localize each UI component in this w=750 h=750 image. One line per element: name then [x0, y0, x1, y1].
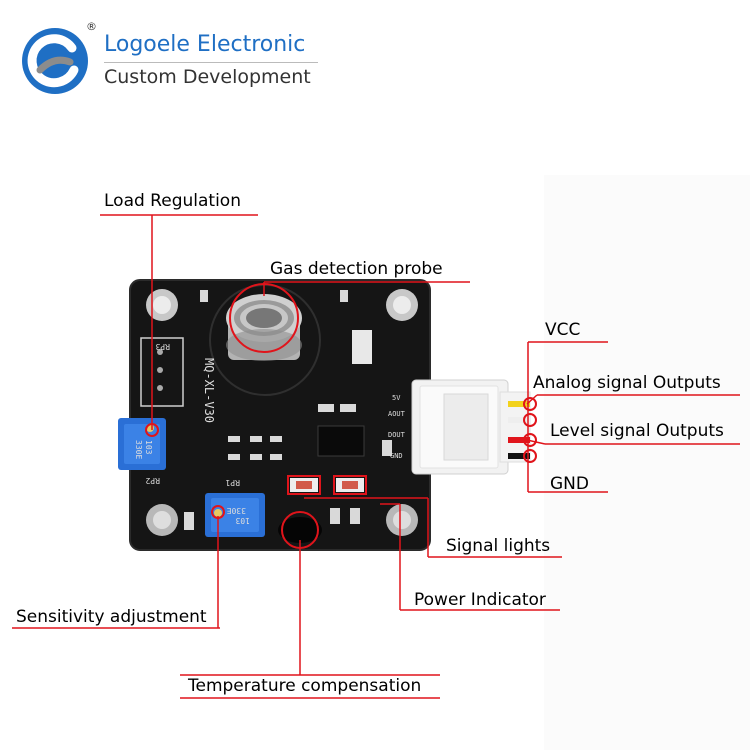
pot2-code-c: 330E	[134, 440, 143, 459]
background-panel	[544, 175, 750, 750]
label-sensitivity: Sensitivity adjustment	[16, 607, 207, 627]
label-power-indicator: Power Indicator	[414, 590, 546, 610]
rp2-silk: RP2	[145, 476, 160, 485]
label-gas-probe: Gas detection probe	[270, 259, 443, 279]
label-gnd: GND	[550, 474, 589, 494]
pot2-code: 103	[144, 440, 153, 455]
model-silk: MQ-XL-V30	[202, 358, 216, 423]
label-analog: Analog signal Outputs	[533, 373, 721, 393]
pot-rp2: 103 330E	[118, 418, 166, 470]
label-temperature: Temperature compensation	[188, 676, 422, 696]
gas-probe	[226, 294, 302, 361]
logo-subtitle: Custom Development	[104, 66, 311, 88]
logo-mark	[20, 26, 90, 96]
pin-silk-gnd: GND	[390, 452, 403, 460]
label-level: Level signal Outputs	[550, 421, 724, 441]
logo-title: Logoele Electronic	[104, 32, 306, 57]
logo-icon	[22, 28, 88, 94]
annotation-lines	[12, 214, 740, 699]
pin-silk-5v: 5V	[392, 394, 401, 402]
registered-mark: ®	[86, 20, 97, 33]
smd-parts	[184, 290, 392, 530]
pot1-code-c: 330E	[227, 506, 246, 515]
pin-silk-aout: AOUT	[388, 410, 406, 418]
pcb-board: RP3 103 330E RP2 103 330E RP1 MQ-XL-V30	[118, 279, 431, 551]
connector	[411, 379, 531, 475]
logo-divider	[104, 62, 318, 63]
rp3-silk: RP3	[155, 342, 170, 351]
diode	[352, 330, 372, 364]
pin-silk-dout: DOUT	[388, 431, 406, 439]
rp1-silk: RP1	[225, 478, 240, 487]
label-load-regulation: Load Regulation	[104, 191, 241, 211]
pot1-code: 103	[235, 516, 250, 525]
ic-chip	[317, 425, 365, 457]
thermistor	[278, 517, 322, 543]
annotation-markers	[145, 283, 537, 549]
label-signal-lights: Signal lights	[446, 536, 551, 556]
pot-rp1: 103 330E	[205, 493, 265, 537]
label-vcc: VCC	[545, 320, 581, 340]
